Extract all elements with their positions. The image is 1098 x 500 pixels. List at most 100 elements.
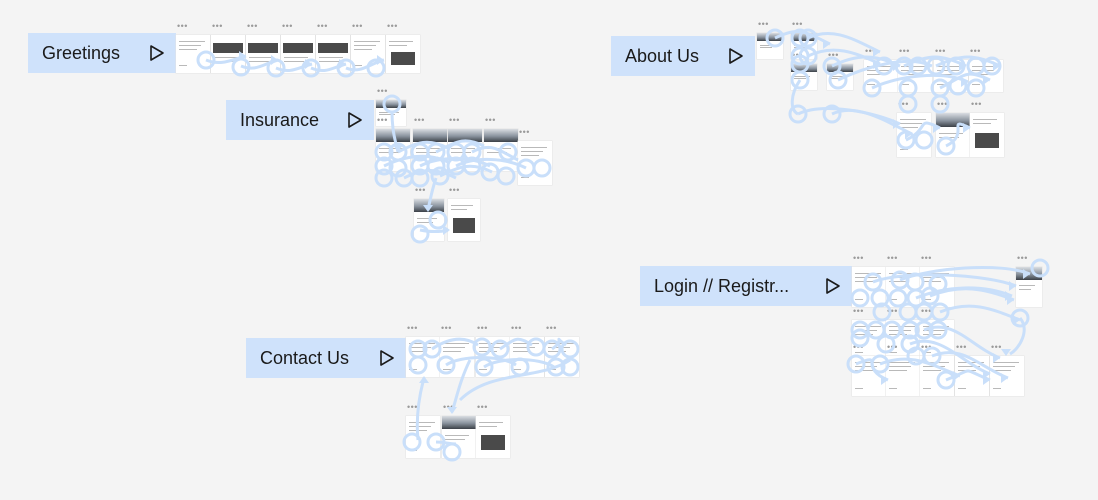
frame-menu-dots[interactable]: ••• [546,323,557,333]
screen-thumbnail[interactable] [852,320,886,360]
screen-thumbnail[interactable] [886,356,920,396]
screen-thumbnail[interactable] [897,113,931,157]
screen-thumbnail[interactable] [413,129,447,171]
screen-thumbnail[interactable] [886,320,920,360]
screen-thumbnail[interactable] [281,35,315,73]
connection-line[interactable] [797,107,901,126]
screen-thumbnail[interactable] [386,35,420,73]
screen-thumbnail[interactable] [886,267,920,307]
screen-thumbnail[interactable] [969,60,1003,92]
connection-node[interactable] [788,104,808,124]
frame-menu-dots[interactable]: ••• [317,21,328,31]
frame-menu-dots[interactable]: ••• [1017,253,1028,263]
screen-thumbnail[interactable] [791,64,817,90]
screen-thumbnail[interactable] [920,320,954,360]
screen-thumbnail[interactable] [406,337,440,377]
screen-thumbnail[interactable] [448,129,482,171]
frame-menu-dots[interactable]: ••• [177,21,188,31]
frame-menu-dots[interactable]: ••• [828,50,839,60]
play-icon[interactable] [148,44,166,62]
frame-menu-dots[interactable]: ••• [415,185,426,195]
frame-menu-dots[interactable]: ••• [377,86,388,96]
screen-thumbnail[interactable] [211,35,245,73]
frame-menu-dots[interactable]: ••• [937,99,948,109]
frame-menu-dots[interactable]: ••• [212,21,223,31]
screen-thumbnail[interactable] [510,337,544,377]
screen-thumbnail[interactable] [1016,267,1042,307]
connection-node[interactable] [410,168,430,188]
connection-line[interactable] [939,304,1021,322]
screen-thumbnail[interactable] [442,416,476,458]
play-icon[interactable] [346,111,364,129]
screen-thumbnail[interactable] [955,356,989,396]
frame-menu-dots[interactable]: ••• [921,342,932,352]
screen-thumbnail[interactable] [448,199,480,241]
connection-node[interactable] [374,168,394,188]
screen-thumbnail[interactable] [406,416,440,458]
frame-menu-dots[interactable]: ••• [853,306,864,316]
frame-menu-dots[interactable]: ••• [477,323,488,333]
screen-thumbnail[interactable] [898,60,932,92]
screen-thumbnail[interactable] [414,199,444,241]
frame-menu-dots[interactable]: ••• [247,21,258,31]
frame-menu-dots[interactable]: ••• [449,185,460,195]
screen-thumbnail[interactable] [920,356,954,396]
frame-menu-dots[interactable]: ••• [956,342,967,352]
screen-thumbnail[interactable] [376,129,410,171]
flow-start-about-us[interactable]: About Us [611,36,755,76]
play-icon[interactable] [378,349,396,367]
connection-node[interactable] [394,168,414,188]
play-icon[interactable] [824,277,842,295]
frame-menu-dots[interactable]: ••• [282,21,293,31]
flow-start-login-registration[interactable]: Login // Registr... [640,266,852,306]
frame-menu-dots[interactable]: ••• [387,21,398,31]
screen-thumbnail[interactable] [920,267,954,307]
frame-menu-dots[interactable]: ••• [991,342,1002,352]
screen-thumbnail[interactable] [864,60,898,92]
screen-thumbnail[interactable] [518,141,552,185]
screen-thumbnail[interactable] [852,267,886,307]
frame-menu-dots[interactable]: ••• [853,342,864,352]
screen-thumbnail[interactable] [316,35,350,73]
frame-menu-dots[interactable]: ••• [898,99,909,109]
frame-menu-dots[interactable]: ••• [519,127,530,137]
connection-node[interactable] [822,104,842,124]
screen-thumbnail[interactable] [757,33,783,59]
frame-menu-dots[interactable]: ••• [887,306,898,316]
frame-menu-dots[interactable]: ••• [758,19,769,29]
connection-node[interactable] [1010,308,1030,328]
frame-menu-dots[interactable]: ••• [449,115,460,125]
frame-menu-dots[interactable]: ••• [485,115,496,125]
frame-menu-dots[interactable]: ••• [377,115,388,125]
screen-thumbnail[interactable] [990,356,1024,396]
frame-menu-dots[interactable]: ••• [407,323,418,333]
screen-thumbnail[interactable] [351,35,385,73]
screen-thumbnail[interactable] [484,129,518,171]
screen-thumbnail[interactable] [476,416,510,458]
frame-menu-dots[interactable]: ••• [477,402,488,412]
frame-menu-dots[interactable]: ••• [921,253,932,263]
flow-start-insurance[interactable]: Insurance [226,100,374,140]
frame-menu-dots[interactable]: ••• [971,99,982,109]
screen-thumbnail[interactable] [934,60,968,92]
frame-menu-dots[interactable]: ••• [887,253,898,263]
frame-menu-dots[interactable]: ••• [443,402,454,412]
screen-thumbnail[interactable] [440,337,474,377]
play-icon[interactable] [727,47,745,65]
screen-thumbnail[interactable] [246,35,280,73]
connection-line[interactable] [1009,317,1026,356]
frame-menu-dots[interactable]: ••• [511,323,522,333]
frame-menu-dots[interactable]: ••• [865,46,876,56]
screen-thumbnail[interactable] [827,64,853,90]
frame-menu-dots[interactable]: ••• [414,115,425,125]
frame-menu-dots[interactable]: ••• [935,46,946,56]
flow-start-contact-us[interactable]: Contact Us [246,338,406,378]
frame-menu-dots[interactable]: ••• [899,46,910,56]
screen-thumbnail[interactable] [936,113,970,157]
frame-menu-dots[interactable]: ••• [887,342,898,352]
frame-menu-dots[interactable]: ••• [853,253,864,263]
frame-menu-dots[interactable]: ••• [970,46,981,56]
screen-thumbnail[interactable] [545,337,579,377]
screen-thumbnail[interactable] [852,356,886,396]
